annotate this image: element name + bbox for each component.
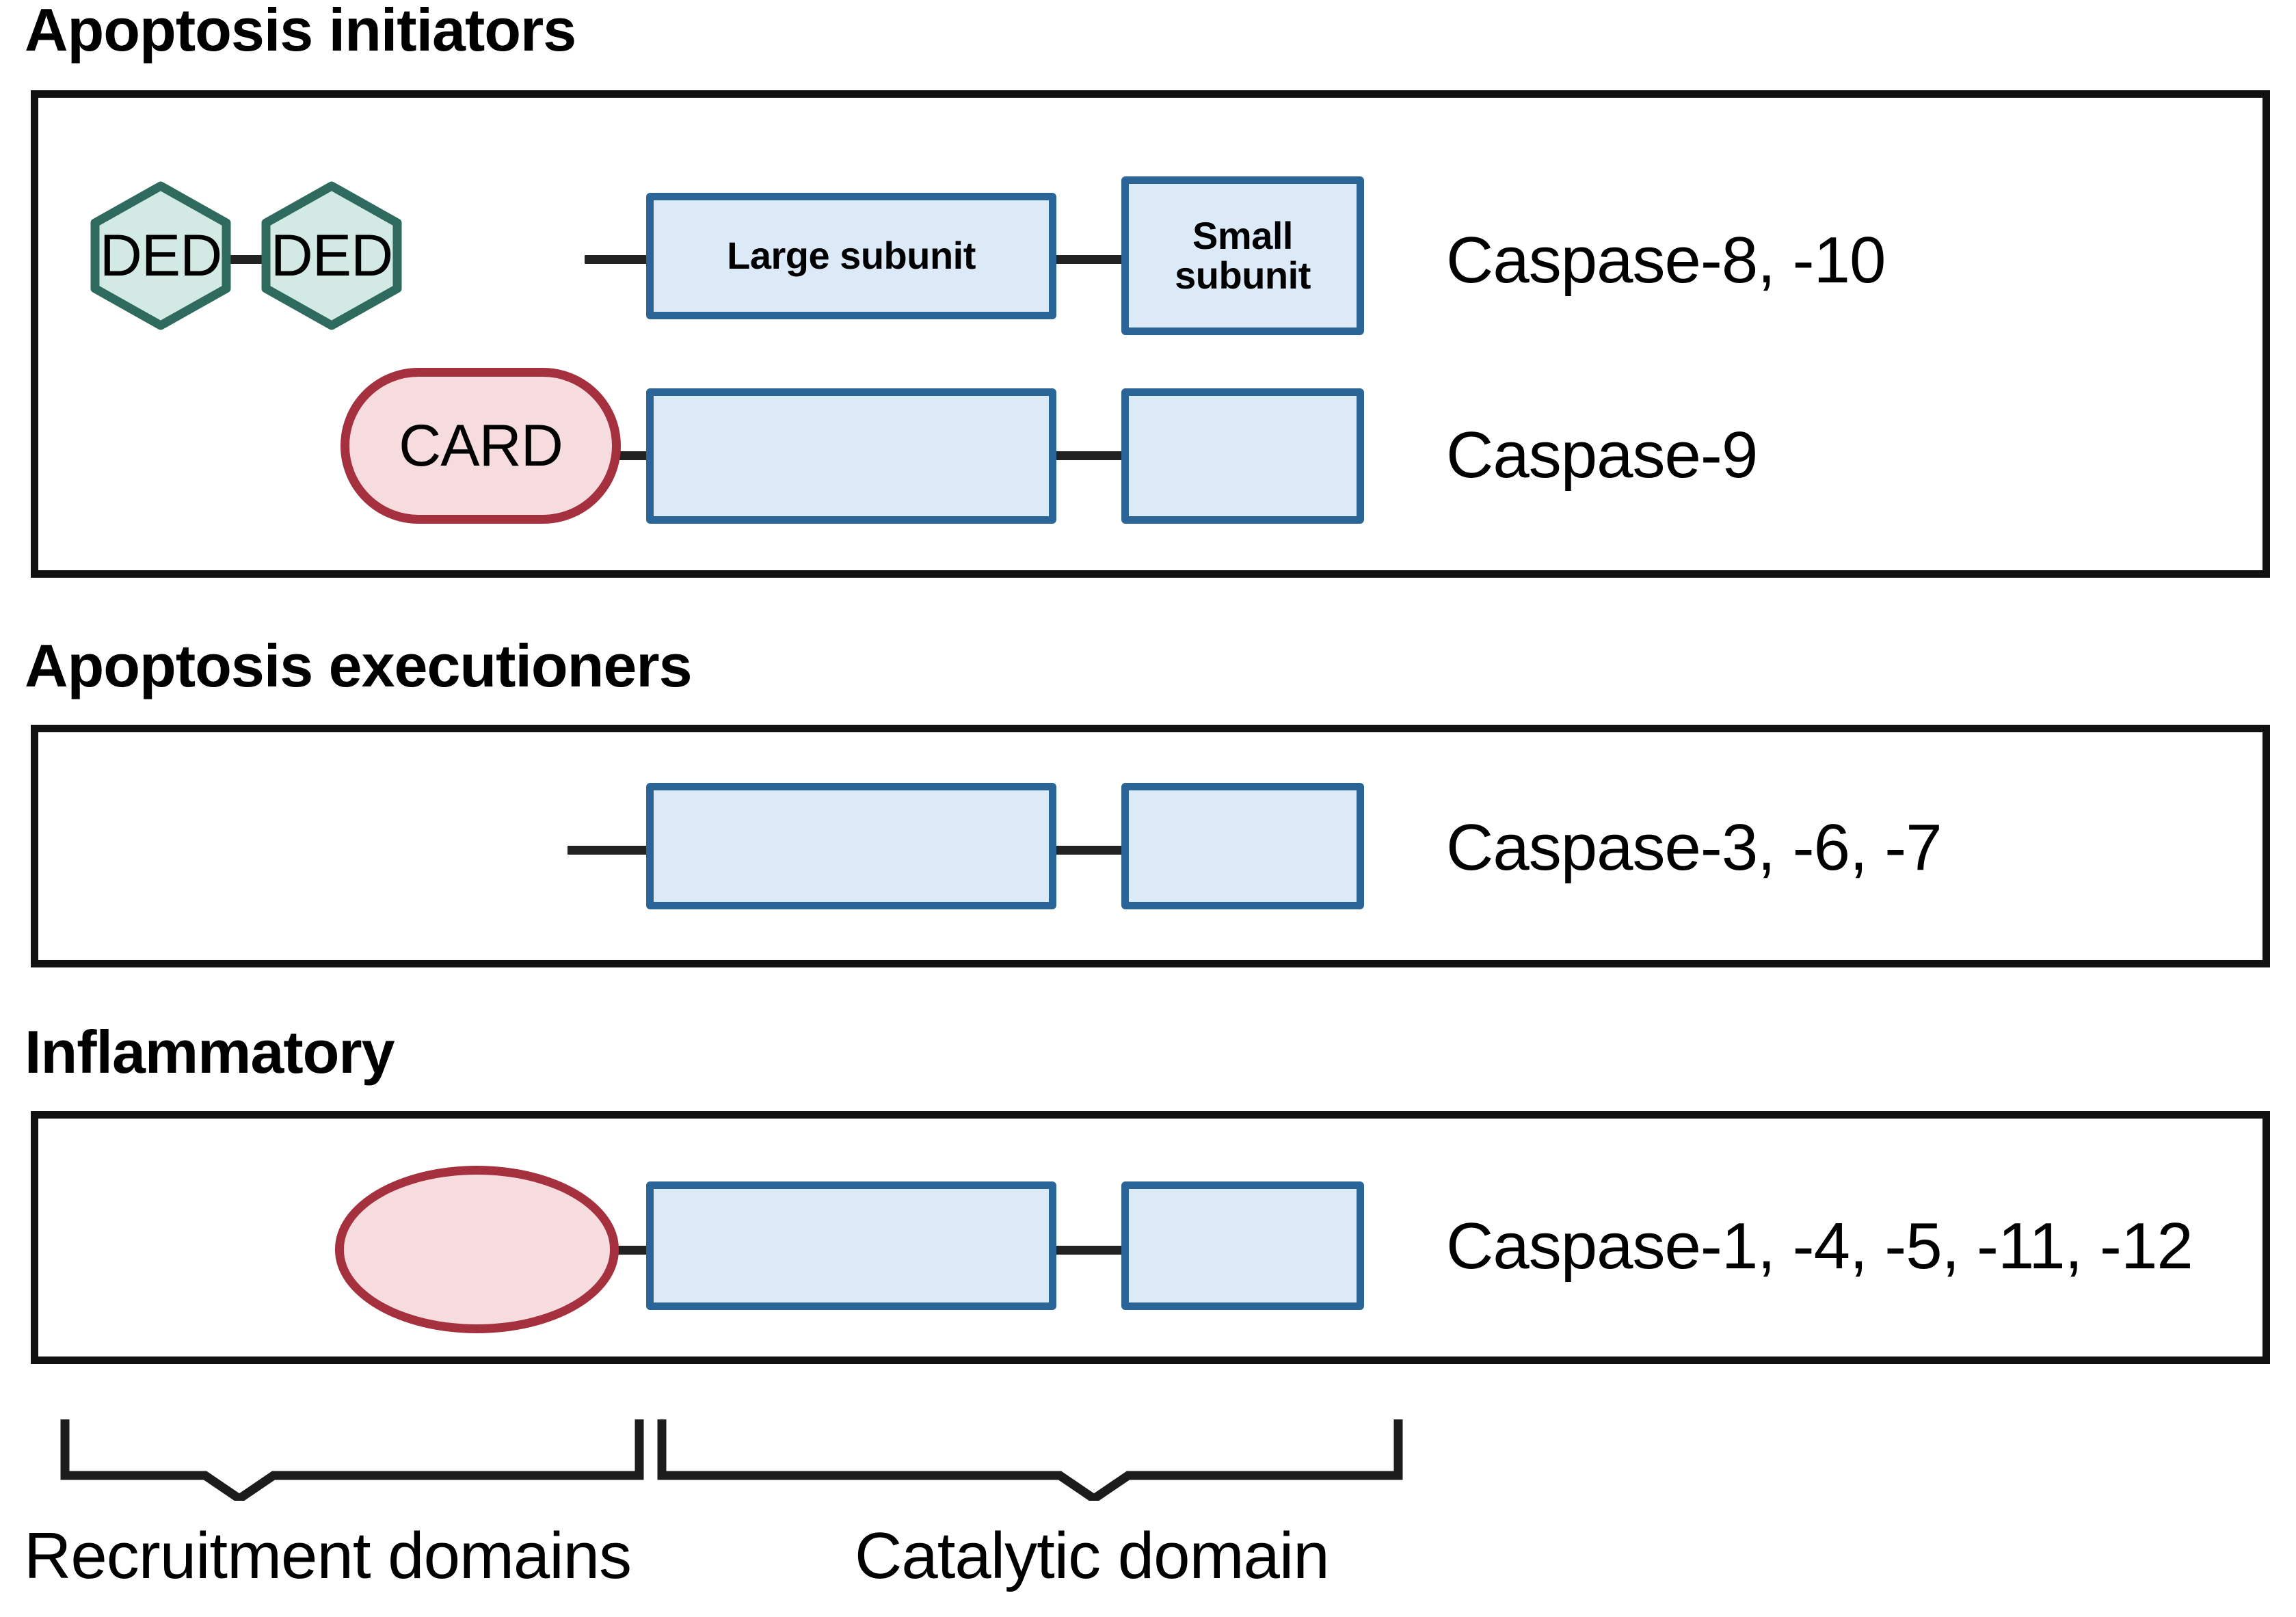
caspase-label-executioner: Caspase-3, -6, -7: [1446, 811, 1943, 884]
caspase-label-row2: Caspase-9: [1446, 418, 1758, 492]
connector-rod: [568, 846, 660, 855]
subunit-large-row1[interactable]: Large subunit: [646, 193, 1056, 319]
domain-card-inflammatory[interactable]: [335, 1166, 619, 1333]
connector-rod: [1046, 1246, 1132, 1255]
section-title-apoptosis-initiators: Apoptosis initiators: [25, 0, 576, 64]
bracket-catalytic-domain: [656, 1415, 1405, 1501]
connector-rod: [585, 255, 653, 264]
section-title-apoptosis-executioners: Apoptosis executioners: [25, 632, 693, 699]
bracket-label-recruitment-domains: Recruitment domains: [24, 1519, 632, 1592]
subunit-large-executioner[interactable]: [646, 783, 1056, 909]
caspase-label-inflammatory: Caspase-1, -4, -5, -11, -12: [1446, 1210, 2193, 1283]
bracket-recruitment-domains: [58, 1415, 646, 1501]
connector-rod: [1046, 846, 1132, 855]
subunit-small-executioner[interactable]: [1121, 783, 1364, 909]
connector-rod: [226, 255, 267, 264]
section-title-inflammatory: Inflammatory: [25, 1018, 395, 1086]
connector-rod: [1050, 255, 1128, 264]
domain-card-row2[interactable]: CARD: [341, 368, 621, 524]
subunit-small-row1[interactable]: Small subunit: [1121, 176, 1364, 335]
domain-ded-1[interactable]: DED: [85, 181, 236, 330]
caspase-label-row1: Caspase-8, -10: [1446, 224, 1886, 297]
connector-rod: [1046, 451, 1132, 460]
domain-ded-2[interactable]: DED: [256, 181, 407, 330]
subunit-small-inflammatory[interactable]: [1121, 1181, 1364, 1310]
bracket-label-catalytic-domain: Catalytic domain: [855, 1519, 1330, 1592]
subunit-small-row2[interactable]: [1121, 388, 1364, 524]
subunit-large-inflammatory[interactable]: [646, 1181, 1056, 1310]
subunit-large-row2[interactable]: [646, 388, 1056, 524]
